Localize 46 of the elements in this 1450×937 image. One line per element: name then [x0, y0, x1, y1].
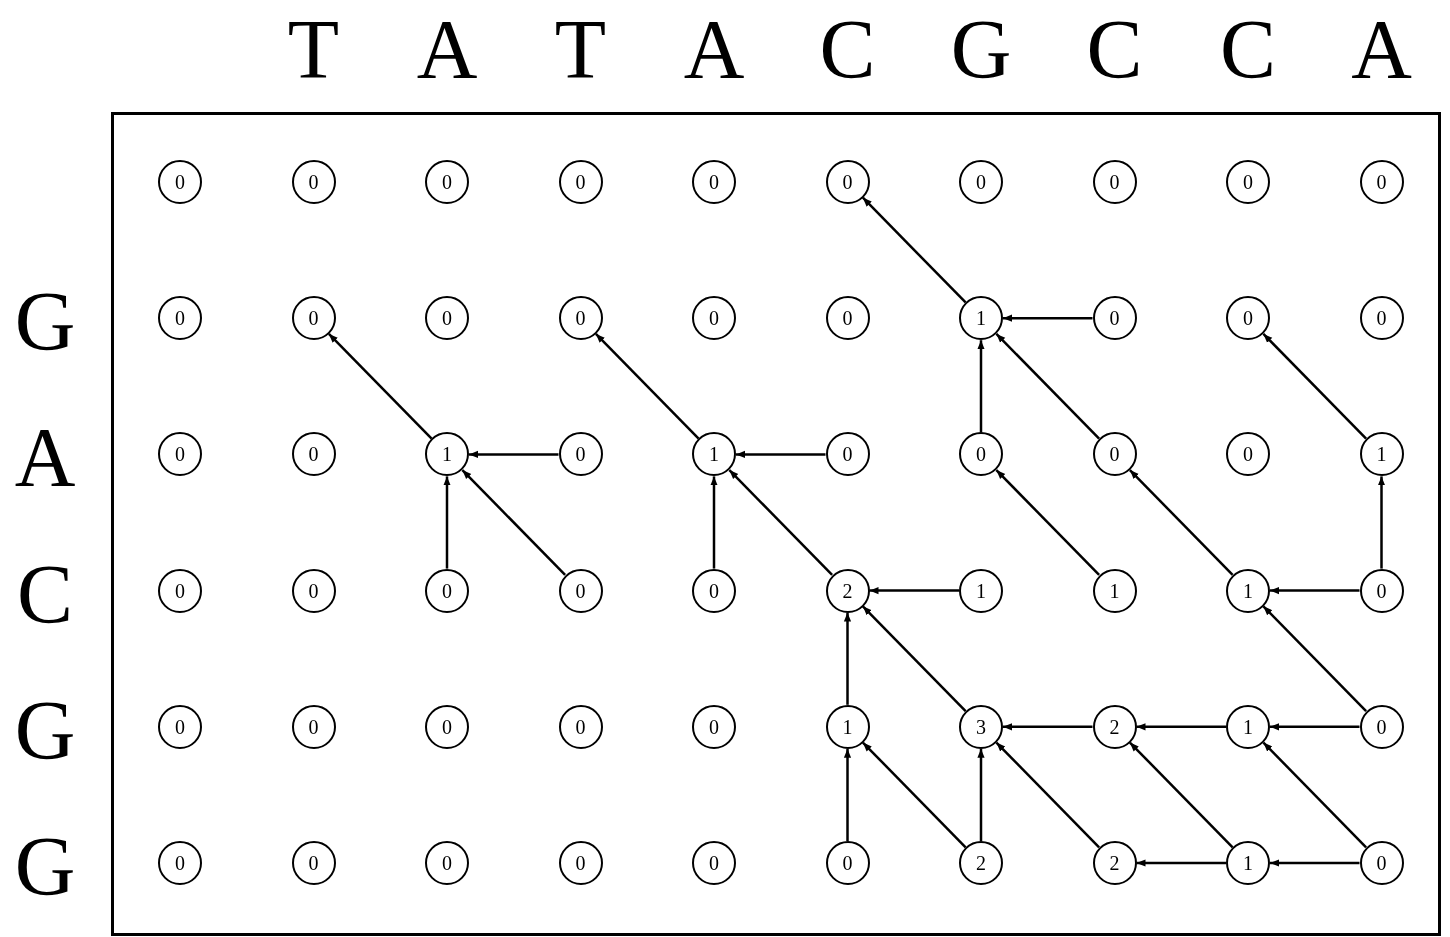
arrow	[995, 469, 1100, 576]
sequence-letter: T	[554, 8, 607, 92]
arrow	[1136, 859, 1226, 867]
arrow	[843, 748, 852, 841]
sequence-letter: C	[17, 552, 73, 637]
arrow	[1003, 723, 1093, 731]
arrow	[869, 587, 959, 595]
arrow	[1270, 587, 1360, 595]
arrow	[1270, 859, 1360, 867]
arrow	[443, 476, 451, 569]
sequence-letter: G	[14, 825, 76, 909]
arrow	[977, 340, 985, 433]
arrow	[595, 333, 700, 440]
arrow	[977, 748, 985, 841]
arrow	[1262, 605, 1367, 712]
arrow	[736, 450, 826, 458]
arrow	[1262, 741, 1367, 849]
arrow	[862, 741, 967, 849]
sequence-letter: G	[14, 688, 76, 773]
arrow	[1270, 723, 1360, 731]
arrow	[1129, 469, 1234, 576]
arrow	[995, 333, 1100, 440]
arrow	[862, 605, 967, 712]
sequence-letter: A	[14, 416, 76, 501]
arrow	[710, 476, 718, 569]
arrow	[1003, 314, 1093, 322]
arrow	[862, 196, 967, 304]
sequence-letter: G	[950, 8, 1012, 92]
arrow	[1129, 741, 1234, 849]
sequence-letter: A	[683, 8, 745, 92]
arrow	[995, 741, 1100, 849]
sequence-letter: C	[1086, 8, 1143, 92]
arrow	[328, 333, 433, 440]
arrow	[728, 469, 833, 576]
arrow	[1136, 723, 1226, 731]
sequence-letter: C	[819, 8, 876, 92]
sequence-letter: T	[287, 8, 340, 92]
sequence-letter: C	[1220, 8, 1276, 92]
arrow	[1262, 333, 1367, 440]
arrow	[461, 469, 566, 576]
arrow	[1377, 476, 1386, 569]
sequence-letter: G	[14, 280, 76, 365]
arrow	[469, 450, 559, 458]
sequence-letter: A	[1351, 8, 1412, 92]
arrow	[843, 612, 852, 705]
sequence-letter: A	[416, 8, 478, 92]
